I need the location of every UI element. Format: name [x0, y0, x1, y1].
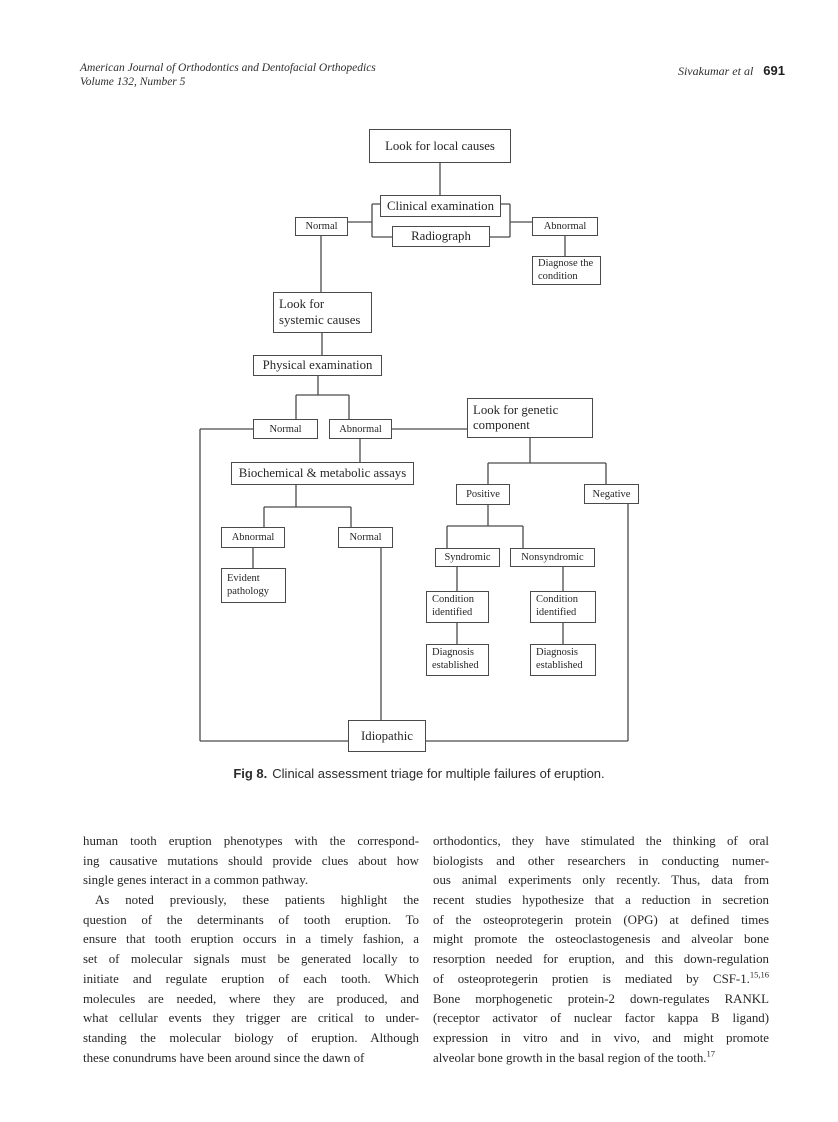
- flow-box-idiopathic: Idiopathic: [348, 720, 426, 752]
- journal-issue: Volume 132, Number 5: [80, 75, 186, 88]
- body-text-line: ensure that tooth eruption occurs in a t…: [83, 932, 419, 947]
- body-text-line: Bone morphogenetic protein-2 down-regula…: [433, 991, 769, 1006]
- flow-box-systemic-causes: Look for systemic causes: [273, 292, 372, 333]
- figure-caption: Fig 8. Clinical assessment triage for mul…: [0, 766, 838, 781]
- page-number: 691: [763, 63, 785, 78]
- journal-name: American Journal of Orthodontics and Den…: [80, 62, 376, 74]
- authors-reference: Sivakumar et al: [677, 64, 754, 78]
- flow-box-local-causes: Look for local causes: [369, 129, 511, 163]
- flow-box-radiograph: Radiograph: [392, 226, 490, 247]
- flow-box-normal-clinical: Normal: [295, 217, 348, 236]
- flow-box-evident-pathology: Evident pathology: [221, 568, 286, 603]
- body-text-line: human tooth eruption phenotypes with the…: [83, 834, 419, 848]
- flow-box-normal-assay: Normal: [338, 527, 393, 548]
- flow-box-diagnosis-established-syndromic: Diagnosis established: [426, 644, 489, 676]
- body-text-line: single genes interact in a common pathwa…: [83, 873, 309, 888]
- body-text-line: recent studies hypothesize that a reduct…: [433, 893, 769, 908]
- body-text-line: molecules are needed, where they are pro…: [83, 991, 419, 1006]
- body-text-line: of osteoprotegerin protien is mediated b…: [433, 969, 769, 986]
- body-column-right: orthodontics, they have stimulated the t…: [433, 832, 769, 1068]
- body-text-line: biologists and other researchers in cond…: [433, 853, 769, 868]
- body-text-line: these conundrums have been around since …: [83, 1050, 365, 1065]
- body-text-line: might promote the osteoclastogenesis and…: [433, 932, 769, 947]
- flow-box-condition-identified-syndromic: Condition identified: [426, 591, 489, 623]
- body-text-line: expression in vitro and in vivo, and mig…: [433, 1030, 769, 1045]
- running-head-left: American Journal of Orthodontics and Den…: [80, 62, 376, 89]
- flow-box-diagnose-condition: Diagnose the condition: [532, 256, 601, 285]
- flow-box-abnormal-physical: Abnormal: [329, 419, 392, 439]
- figure-caption-text: Clinical assessment triage for multiple …: [272, 766, 605, 781]
- body-text-line: orthodontics, they have stimulated the t…: [433, 834, 769, 848]
- body-text-line: ing causative mutations should provide c…: [83, 853, 419, 868]
- flow-box-abnormal-clinical: Abnormal: [532, 217, 598, 236]
- flow-box-abnormal-assay: Abnormal: [221, 527, 285, 548]
- flow-box-clinical-examination: Clinical examination: [380, 195, 501, 217]
- body-text-line: of the osteoprotegerin protein (OPG) at …: [433, 912, 769, 927]
- body-text-line: alveolar bone growth in the basal region…: [433, 1048, 715, 1065]
- body-text-line: (receptor activator of nuclear factor ka…: [433, 1011, 769, 1026]
- flow-box-diagnosis-established-nonsyndromic: Diagnosis established: [530, 644, 596, 676]
- flow-box-normal-physical: Normal: [253, 419, 318, 439]
- flow-box-positive: Positive: [456, 484, 510, 505]
- flow-box-condition-identified-nonsyndromic: Condition identified: [530, 591, 596, 623]
- flow-box-nonsyndromic: Nonsyndromic: [510, 548, 595, 567]
- body-text-line: initiate and regulate eruption of each t…: [83, 971, 419, 986]
- flow-box-genetic-component: Look for genetic component: [467, 398, 593, 438]
- body-column-left: human tooth eruption phenotypes with the…: [83, 832, 419, 1068]
- body-text-line: ous animal experiments only recently. Th…: [433, 873, 769, 888]
- body-text-line: what cellular events they trigger are cr…: [83, 1011, 419, 1026]
- flow-box-syndromic: Syndromic: [435, 548, 500, 567]
- body-text-line: resorption needed for eruption, and this…: [433, 952, 769, 967]
- body-text-line: question of the determinants of tooth er…: [83, 912, 419, 927]
- body-text-line: standing the molecular biology of erupti…: [83, 1030, 419, 1045]
- flow-box-biochemical-assays: Biochemical & metabolic assays: [231, 462, 414, 485]
- figure-caption-label: Fig 8.: [233, 766, 268, 781]
- body-text-line: set of molecular signals must be generat…: [83, 952, 419, 967]
- body-text-line: As noted previously, these patients high…: [95, 893, 419, 908]
- flow-box-physical-examination: Physical examination: [253, 355, 382, 376]
- running-head-right: Sivakumar et al 691: [678, 63, 785, 79]
- flow-box-negative: Negative: [584, 484, 639, 504]
